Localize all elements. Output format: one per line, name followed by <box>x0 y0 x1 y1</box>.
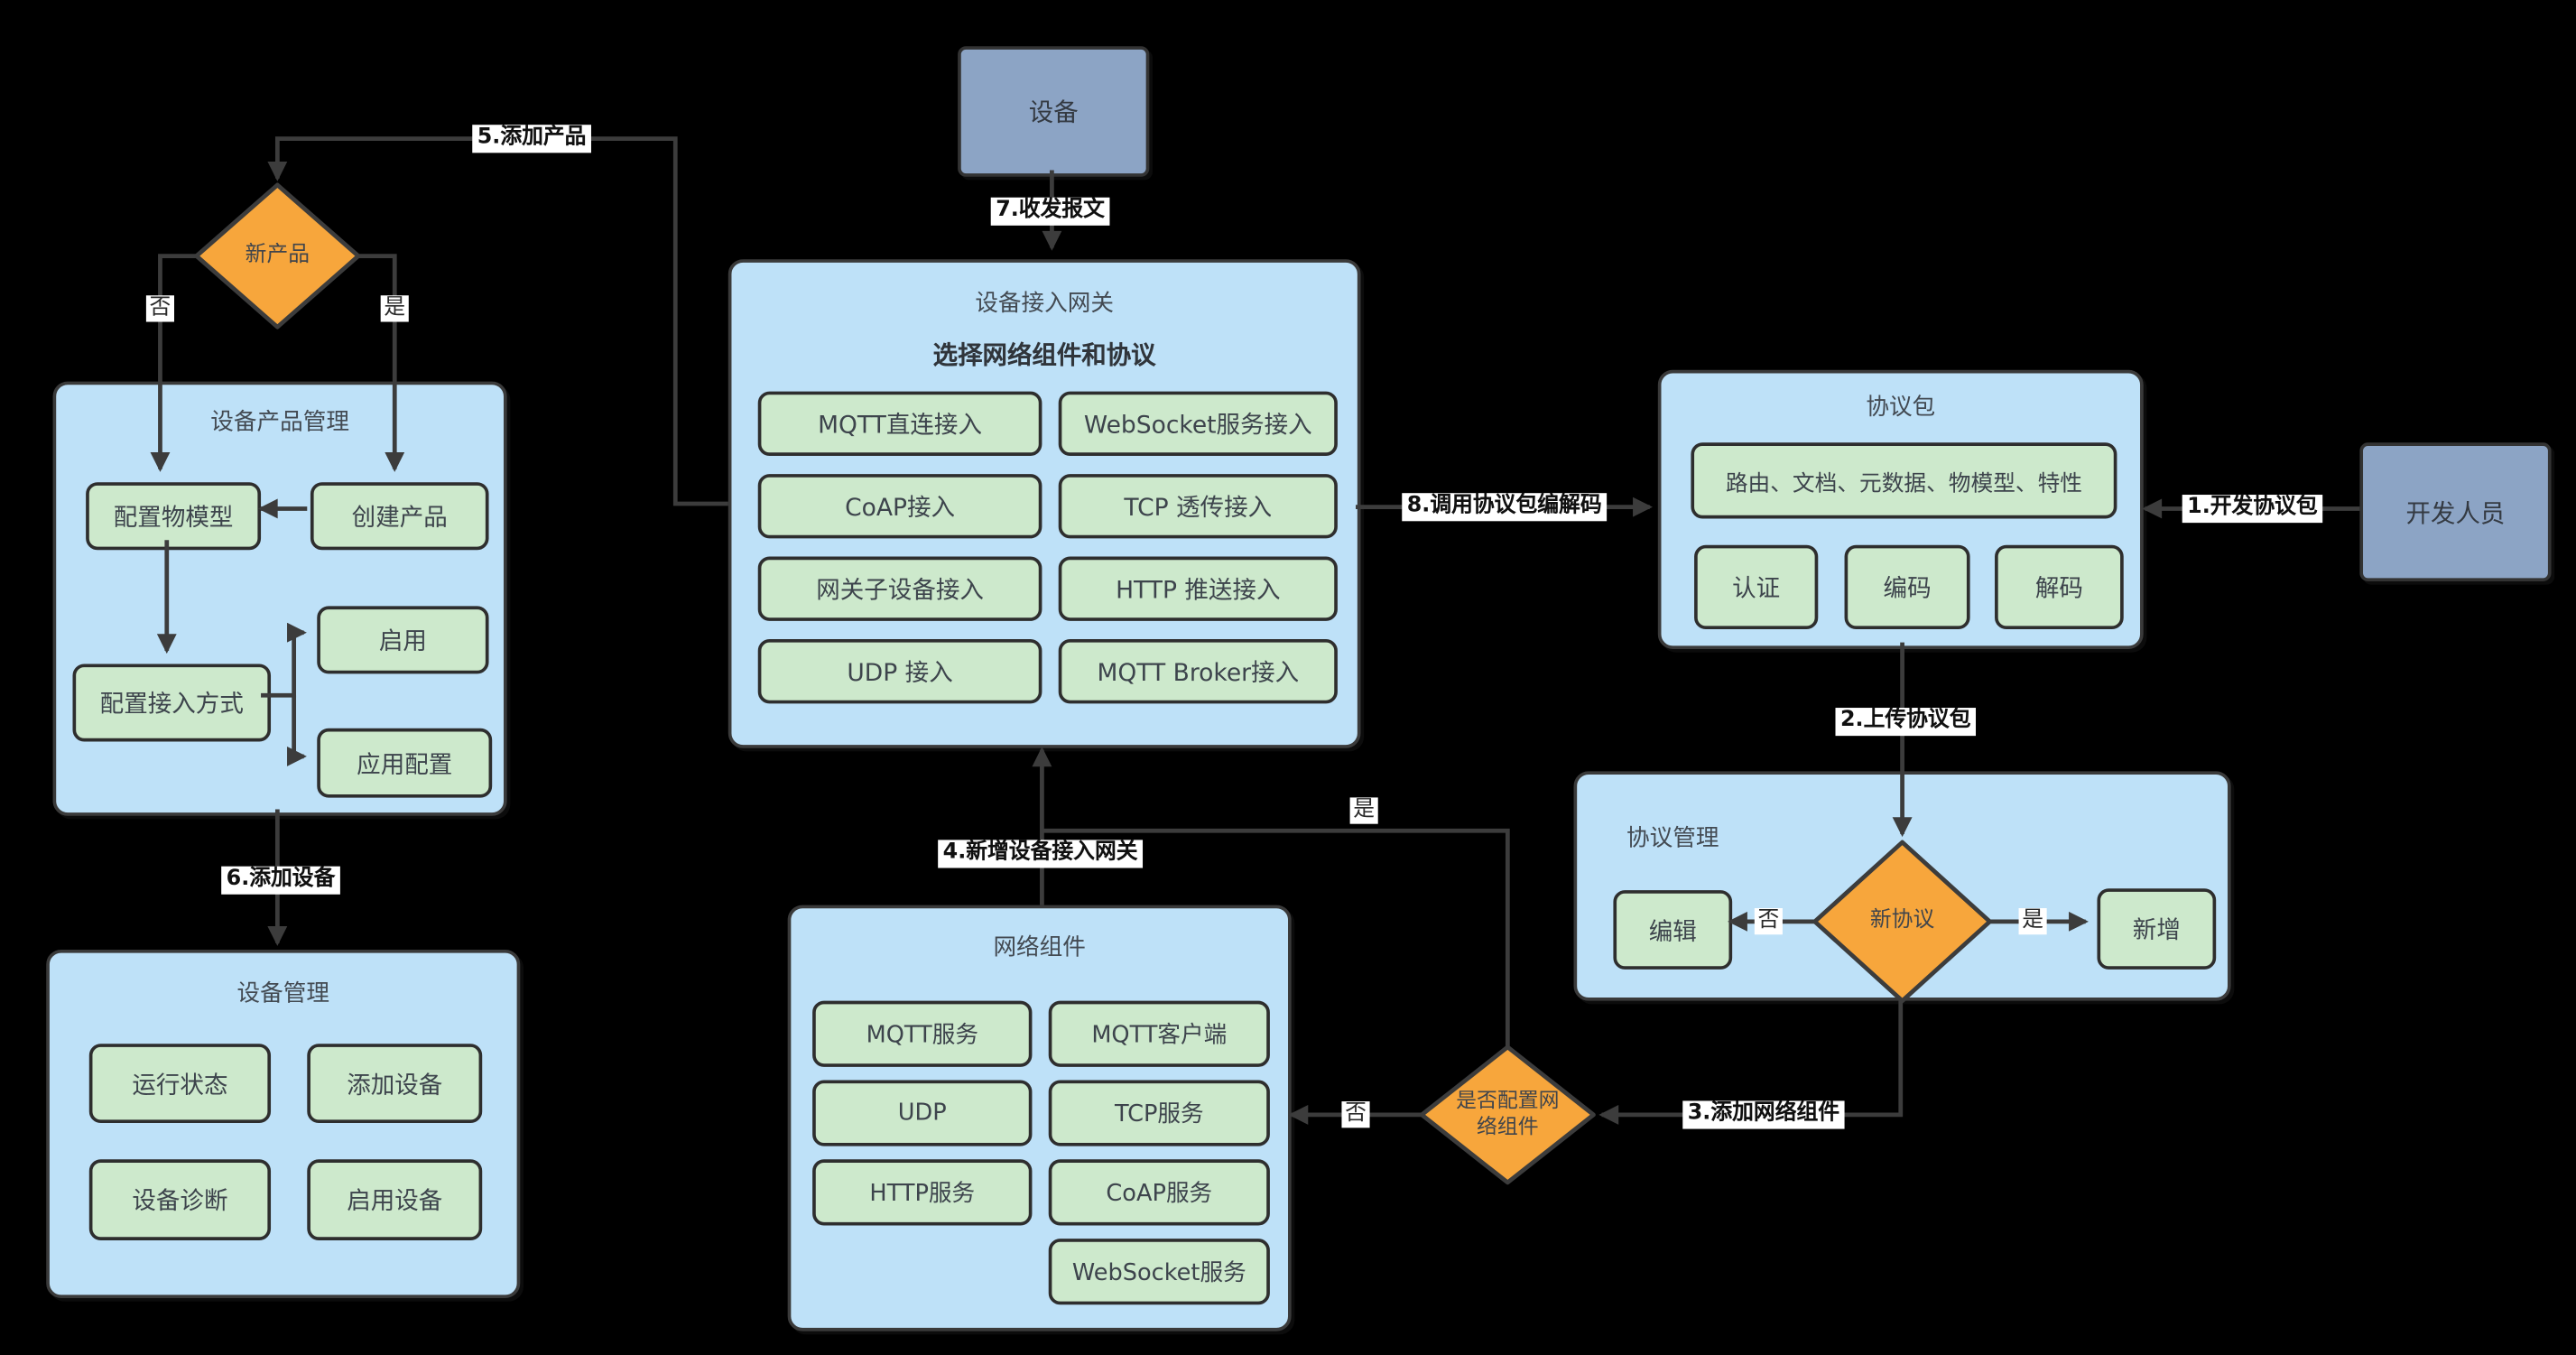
gateway-btn-subdevice: 网关子设备接入 <box>757 556 1042 621</box>
device-box: 设备 <box>958 46 1150 177</box>
product-mgmt-box: 设备产品管理 配置物模型 创建产品 配置接入方式 启用 应用配置 <box>52 381 507 816</box>
btn-websocket-service: WebSocket服务 <box>1048 1239 1270 1305</box>
gateway-btn-udp: UDP 接入 <box>757 639 1042 704</box>
btn-mqtt-client: MQTT客户端 <box>1048 1000 1270 1067</box>
config-network-line2: 络组件 <box>1477 1113 1539 1138</box>
developer-label: 开发人员 <box>2405 497 2506 528</box>
config-network-no-label: 否 <box>1341 1101 1370 1128</box>
gateway-btn-http: HTTP 推送接入 <box>1058 556 1338 621</box>
device-label: 设备 <box>1028 97 1079 127</box>
new-product-diamond-label: 新产品 <box>245 242 310 268</box>
developer-box: 开发人员 <box>2359 442 2552 581</box>
gateway-title: 设备接入网关 <box>975 290 1114 318</box>
btn-add-device: 添加设备 <box>307 1044 483 1124</box>
gateway-btn-mqtt-broker: MQTT Broker接入 <box>1058 639 1338 704</box>
new-product-no-label: 否 <box>145 295 175 322</box>
edge-protocolmgmt-to-confignet <box>1598 994 1904 1125</box>
btn-config-thing-model: 配置物模型 <box>86 482 262 551</box>
gateway-subtitle: 选择网络组件和协议 <box>932 339 1156 370</box>
network-comp-title: 网络组件 <box>993 934 1086 961</box>
protocol-mgmt-box: 协议管理 编辑 新增 <box>1573 771 2231 1001</box>
btn-route-doc-meta: 路由、文档、元数据、物模型、特性 <box>1691 442 2117 519</box>
network-comp-box: 网络组件 MQTT服务 MQTT客户端 UDP TCP服务 HTTP服务 CoA… <box>787 905 1292 1332</box>
btn-edit-protocol: 编辑 <box>1613 890 1733 970</box>
btn-app-config: 应用配置 <box>317 728 493 798</box>
step-2-label: 2.上传协议包 <box>1835 708 1976 736</box>
step-4-label: 4.新增设备接入网关 <box>938 840 1143 868</box>
btn-auth: 认证 <box>1694 544 1819 630</box>
btn-decode: 解码 <box>1995 544 2124 630</box>
step-8-label: 8.调用协议包编解码 <box>1402 493 1608 522</box>
device-mgmt-box: 设备管理 运行状态 添加设备 设备诊断 启用设备 <box>46 949 521 1298</box>
gateway-btn-mqtt-direct: MQTT直连接入 <box>757 391 1042 456</box>
product-mgmt-title: 设备产品管理 <box>210 409 349 436</box>
btn-create-product: 创建产品 <box>310 482 489 551</box>
btn-encode: 编码 <box>1844 544 1970 630</box>
btn-add-protocol: 新增 <box>2097 888 2217 970</box>
protocol-pkg-title: 协议包 <box>1866 394 1936 422</box>
new-protocol-diamond-label: 新协议 <box>1869 907 1935 933</box>
btn-config-access-mode: 配置接入方式 <box>72 664 272 742</box>
step-1-label: 1.开发协议包 <box>2182 495 2323 523</box>
new-protocol-no-label: 否 <box>1754 907 1783 935</box>
gateway-btn-tcp: TCP 透传接入 <box>1058 474 1338 539</box>
btn-coap-service: CoAP服务 <box>1048 1159 1270 1226</box>
new-product-yes-label: 是 <box>380 295 409 322</box>
protocol-mgmt-title: 协议管理 <box>1626 825 1719 853</box>
step-7-label: 7.收发报文 <box>990 197 1110 226</box>
config-network-yes-label: 是 <box>1349 797 1378 825</box>
device-mgmt-title: 设备管理 <box>236 980 329 1007</box>
btn-udp-component: UDP <box>812 1080 1033 1146</box>
btn-enable-device: 启用设备 <box>307 1159 483 1240</box>
step-5-label: 5.添加产品 <box>472 125 591 153</box>
btn-http-service: HTTP服务 <box>812 1159 1033 1226</box>
config-network-line1: 是否配置网 <box>1456 1087 1560 1112</box>
btn-mqtt-service: MQTT服务 <box>812 1000 1033 1067</box>
gateway-box: 设备接入网关 选择网络组件和协议 MQTT直连接入 WebSocket服务接入 … <box>727 259 1361 748</box>
step-6-label: 6.添加设备 <box>221 866 340 895</box>
gateway-btn-coap: CoAP接入 <box>757 474 1042 539</box>
config-network-diamond-label: 是否配置网 络组件 <box>1456 1087 1559 1138</box>
btn-enable: 启用 <box>317 606 489 674</box>
btn-device-diagnosis: 设备诊断 <box>88 1159 272 1240</box>
btn-tcp-service: TCP服务 <box>1048 1080 1270 1146</box>
protocol-pkg-box: 协议包 路由、文档、元数据、物模型、特性 认证 编码 解码 <box>1657 369 2144 649</box>
step-3-label: 3.添加网络组件 <box>1682 1100 1845 1129</box>
btn-run-status: 运行状态 <box>88 1044 272 1124</box>
gateway-btn-websocket: WebSocket服务接入 <box>1058 391 1338 456</box>
new-protocol-yes-label: 是 <box>2018 907 2047 935</box>
